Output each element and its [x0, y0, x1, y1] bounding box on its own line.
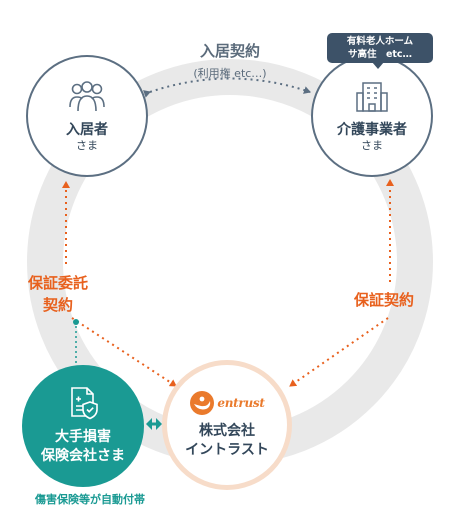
- care-provider-name: 介護事業者: [337, 122, 407, 138]
- guarantee-trust-line-2: 契約: [42, 296, 73, 314]
- insurance-line-2: 保険会社さま: [41, 448, 125, 464]
- guarantee-trust-line-1: 保証委託: [28, 274, 89, 292]
- entrust-line-2: イントラスト: [185, 442, 269, 458]
- guarantee-trust-connector-lower: [71, 317, 177, 387]
- contract-connector: [143, 77, 311, 98]
- callout-tail: [372, 62, 384, 69]
- entrust-logo: entrust: [189, 390, 265, 416]
- entrust-node: entrust 株式会社 イントラスト: [162, 360, 292, 490]
- resident-contract-sublabel: (利用権 etc…): [193, 67, 267, 80]
- resident-contract-label: 入居契約: [199, 42, 260, 60]
- resident-honorific: さま: [76, 139, 98, 152]
- guarantee-trust-label: 保証委託 契約: [28, 272, 88, 316]
- entrust-logo-text: entrust: [217, 396, 265, 410]
- insurance-entrust-arrow-right: [156, 418, 162, 430]
- insurance-document-icon: [71, 387, 98, 420]
- entrust-logo-mark-icon: [190, 391, 215, 415]
- care-provider-node: 介護事業者 さま: [311, 55, 433, 177]
- guarantee-contract-label: 保証契約: [353, 291, 414, 309]
- insurance-footnote: 傷害保険等が自動付帯: [35, 493, 145, 506]
- teal-link-dot: [73, 319, 79, 325]
- insurance-line-1: 大手損害: [55, 429, 111, 445]
- resident-name: 入居者: [66, 122, 108, 138]
- insurance-company-node: 大手損害 保険会社さま: [22, 365, 144, 487]
- facility-type-callout: 有料老人ホーム サ高住 etc…: [327, 33, 433, 63]
- guarantee-contract-connector-lower: [289, 317, 389, 387]
- callout-line-2: サ高住 etc…: [347, 49, 413, 60]
- callout-line-1: 有料老人ホーム: [346, 36, 414, 47]
- building-icon: [356, 82, 388, 112]
- insurance-entrust-arrow-left: [146, 418, 152, 430]
- entrust-line-1: 株式会社: [199, 423, 255, 439]
- resident-node: 入居者 さま: [26, 55, 148, 177]
- people-icon: [69, 81, 105, 112]
- care-provider-honorific: さま: [361, 139, 383, 152]
